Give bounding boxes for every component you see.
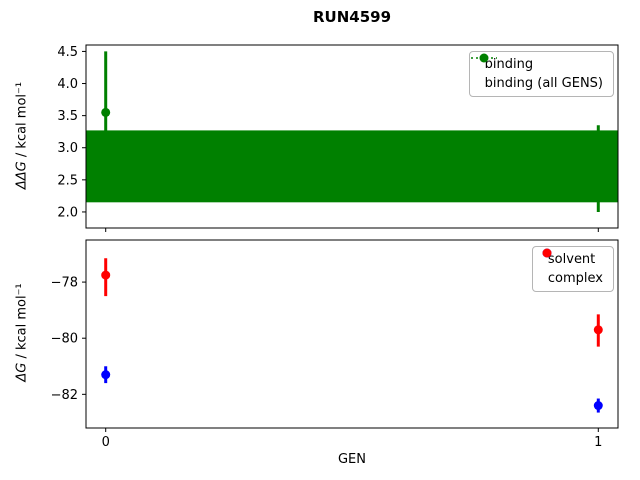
- x-axis-label: GEN: [86, 452, 618, 467]
- y-tick-label: 2.5: [57, 173, 78, 188]
- y-tick-label: 4.5: [57, 45, 78, 60]
- y-axis-label-bottom-units: / kcal mol⁻¹: [14, 283, 30, 363]
- legend-entry: complex: [541, 248, 603, 286]
- y-axis-label-bottom: ΔG / kcal mol⁻¹: [15, 233, 30, 433]
- complex-point: [101, 270, 111, 280]
- y-axis-label-bottom-symbol: ΔG: [14, 362, 30, 382]
- legend-label: complex: [547, 271, 603, 286]
- plot-area-1: [101, 258, 603, 413]
- legend-top: binding binding (all GENS): [468, 51, 614, 97]
- y-tick-label: 4.0: [57, 77, 78, 92]
- y-tick-label: 3.0: [57, 141, 78, 156]
- y-tick-label: 2.0: [57, 205, 78, 220]
- axes-frame: [85, 239, 619, 429]
- complex-point: [593, 325, 603, 335]
- legend-bottom: solvent complex: [531, 246, 614, 292]
- x-axis-label-text: GEN: [337, 452, 366, 467]
- y-tick-label: −78: [51, 276, 78, 291]
- y-tick-label: −80: [51, 332, 78, 347]
- binding-point: [101, 107, 111, 117]
- legend-label: binding: [484, 57, 534, 72]
- solvent-point: [593, 401, 603, 411]
- y-axis-label-top-units: / kcal mol⁻¹: [14, 81, 30, 162]
- y-axis-label-top-symbol: ΔΔG: [14, 161, 30, 190]
- y-axis-label-top: ΔΔG / kcal mol⁻¹: [15, 36, 30, 236]
- binding-point: [593, 162, 603, 172]
- y-tick-label: 3.5: [57, 109, 78, 124]
- x-tick-label: 0: [102, 435, 110, 450]
- x-tick-label: 1: [594, 435, 602, 450]
- legend-label: solvent: [547, 252, 596, 267]
- chart-title: RUN4599: [312, 8, 392, 26]
- axes-frame: [85, 44, 619, 229]
- solvent-point: [101, 370, 111, 380]
- legend-entry: binding (all GENS): [470, 57, 603, 91]
- plot-area-0: [86, 51, 618, 212]
- y-tick-label: −82: [51, 388, 78, 403]
- legend-label: binding (all GENS): [484, 76, 603, 91]
- legend-entry: binding: [478, 53, 603, 72]
